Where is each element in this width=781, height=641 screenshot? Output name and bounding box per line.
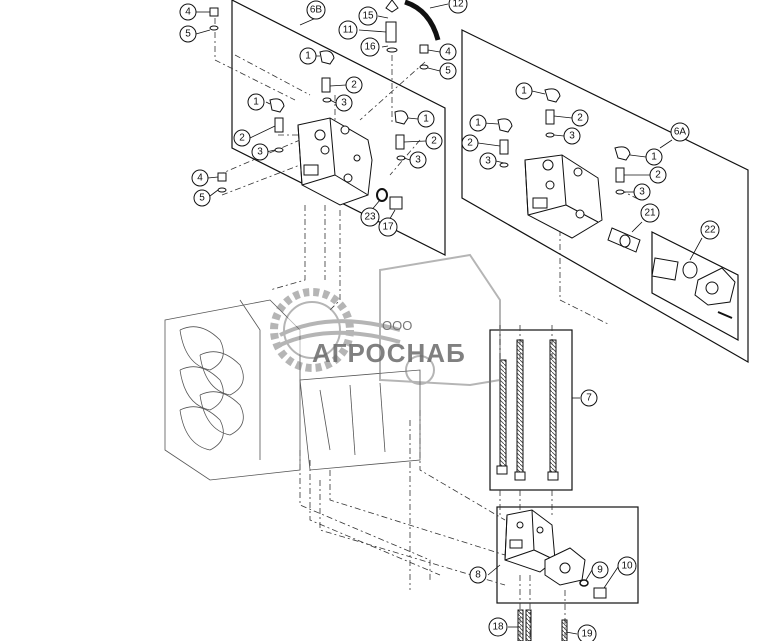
svg-text:22: 22	[704, 225, 716, 236]
svg-text:2: 2	[467, 138, 473, 149]
callout-4: 4	[179, 3, 197, 21]
callout-1: 1	[299, 47, 317, 65]
svg-text:1: 1	[475, 118, 481, 129]
svg-text:2: 2	[351, 80, 357, 91]
callout-12: 12	[448, 0, 468, 14]
callout-2: 2	[649, 166, 667, 184]
svg-text:4: 4	[185, 7, 191, 18]
callout-6b: 6B	[306, 0, 326, 20]
group-6b-frame	[231, 0, 446, 256]
callout-3: 3	[563, 127, 581, 145]
svg-text:3: 3	[569, 131, 575, 142]
svg-text:4: 4	[197, 173, 203, 184]
callout-9: 9	[591, 561, 609, 579]
callout-23: 23	[360, 207, 380, 227]
callout-10: 10	[617, 556, 637, 576]
callout-11: 11	[338, 20, 358, 40]
svg-text:5: 5	[445, 66, 451, 77]
svg-text:3: 3	[639, 187, 645, 198]
svg-text:3: 3	[415, 155, 421, 166]
callout-2: 2	[461, 134, 479, 152]
svg-text:10: 10	[621, 561, 633, 572]
svg-text:2: 2	[655, 170, 661, 181]
svg-text:5: 5	[185, 29, 191, 40]
callout-1: 1	[469, 114, 487, 132]
callout-3: 3	[633, 183, 651, 201]
svg-text:2: 2	[239, 133, 245, 144]
callout-1: 1	[247, 93, 265, 111]
callout-1: 1	[515, 82, 533, 100]
callout-2: 2	[345, 76, 363, 94]
svg-text:12: 12	[452, 0, 464, 10]
svg-text:4: 4	[445, 47, 451, 58]
svg-text:11: 11	[343, 25, 354, 36]
callout-15: 15	[358, 6, 378, 26]
svg-text:21: 21	[644, 208, 656, 219]
callout-2: 2	[571, 109, 589, 127]
valve-block-8	[504, 509, 586, 586]
svg-text:5: 5	[199, 193, 205, 204]
callout-4: 4	[439, 43, 457, 61]
svg-text:7: 7	[586, 393, 592, 404]
svg-text:2: 2	[431, 136, 437, 147]
svg-text:15: 15	[362, 11, 374, 22]
svg-text:2: 2	[577, 113, 583, 124]
svg-text:3: 3	[485, 156, 491, 167]
small-parts	[209, 0, 736, 641]
callout-18: 18	[488, 617, 508, 637]
callout-16: 16	[360, 37, 380, 57]
svg-text:23: 23	[364, 212, 376, 223]
svg-text:3: 3	[341, 98, 347, 109]
callout-19: 19	[577, 624, 597, 641]
callout-1: 1	[645, 148, 663, 166]
watermark-company-name: АГРОСНАБ	[312, 338, 466, 368]
watermark-prefix: ООО	[382, 318, 412, 333]
svg-text:1: 1	[521, 86, 527, 97]
svg-text:6A: 6A	[674, 127, 687, 138]
watermark-logo	[270, 253, 501, 387]
callout-5: 5	[179, 25, 197, 43]
callout-7: 7	[580, 389, 598, 407]
callout-3: 3	[409, 151, 427, 169]
svg-text:18: 18	[492, 622, 504, 633]
callout-3: 3	[479, 152, 497, 170]
group-8-frame	[496, 506, 639, 604]
callout-4: 4	[191, 169, 209, 187]
callout-2: 2	[233, 129, 251, 147]
svg-text:19: 19	[581, 629, 593, 640]
callout-5: 5	[439, 62, 457, 80]
svg-text:1: 1	[651, 152, 657, 163]
callout-21: 21	[640, 203, 660, 223]
valve-block-6a	[524, 154, 603, 239]
group-7-frame	[489, 329, 573, 491]
callout-6a: 6A	[670, 122, 690, 142]
group-6a-frame	[461, 29, 749, 364]
svg-text:6B: 6B	[310, 5, 323, 16]
callout-3: 3	[251, 143, 269, 161]
svg-text:1: 1	[423, 114, 429, 125]
svg-text:9: 9	[597, 565, 603, 576]
callout-22: 22	[700, 220, 720, 240]
valve-block-6b	[297, 117, 373, 206]
svg-text:16: 16	[364, 42, 376, 53]
callout-5: 5	[193, 189, 211, 207]
svg-text:1: 1	[253, 97, 259, 108]
callout-3: 3	[335, 94, 353, 112]
svg-text:17: 17	[382, 222, 394, 233]
svg-text:3: 3	[257, 147, 263, 158]
callout-1: 1	[417, 110, 435, 128]
callout-labels: 4 5 6B 12 15 11 16 4 5 1 2 3 1 2 3 1 2 3…	[179, 0, 720, 641]
callout-2: 2	[425, 132, 443, 150]
svg-text:8: 8	[475, 570, 481, 581]
svg-text:1: 1	[305, 51, 311, 62]
callout-8: 8	[469, 566, 487, 584]
callout-leaders	[195, 3, 703, 635]
callout-17: 17	[378, 217, 398, 237]
